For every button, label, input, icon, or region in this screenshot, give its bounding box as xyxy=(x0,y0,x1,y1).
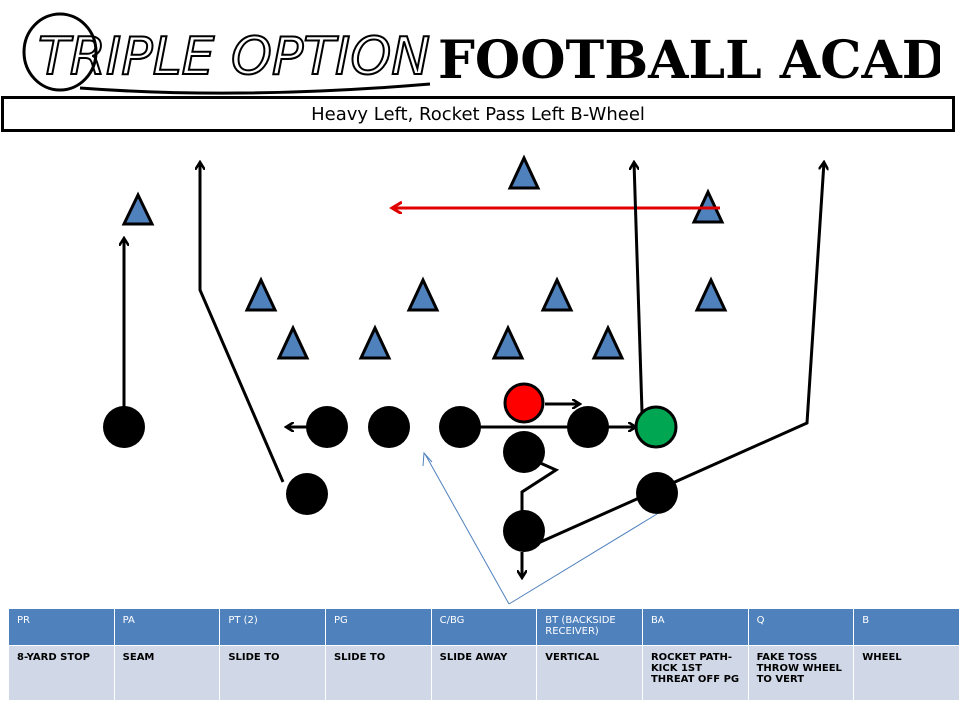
value-cell: ROCKET PATH- KICK 1ST THREAT OFF PG xyxy=(642,646,748,700)
player-q xyxy=(503,510,545,552)
player-pa xyxy=(286,473,328,515)
header-cell: PT (2) xyxy=(220,609,325,645)
defender-triangle-icon xyxy=(507,154,541,190)
value-cell: WHEEL xyxy=(854,646,959,700)
player-pitch xyxy=(503,382,545,424)
routes xyxy=(124,162,824,578)
assignment-table: PR PA PT (2) PG C/BG BT (BACKSIDE RECEIV… xyxy=(8,608,960,701)
header-cell: BT (BACKSIDE RECEIVER) xyxy=(537,609,642,645)
academy-logo: TRIPLE OPTION FOOTBALL ACADEMY xyxy=(22,12,940,95)
player-bg xyxy=(567,406,609,448)
logo-swoosh-icon xyxy=(79,82,431,95)
value-cell: FAKE TOSS THROW WHEEL TO VERT xyxy=(748,646,854,700)
value-cell: SLIDE AWAY xyxy=(431,646,537,700)
defense xyxy=(121,154,728,360)
callout-pointer xyxy=(422,451,658,605)
value-cell: VERTICAL xyxy=(537,646,642,700)
logo-right-text: FOOTBALL ACADEMY xyxy=(438,30,940,91)
header-cell: BA xyxy=(642,609,748,645)
route-pa-seam xyxy=(200,162,285,483)
pointer-arrowhead-icon xyxy=(422,451,433,467)
defender-triangle-icon xyxy=(694,276,728,312)
player-b xyxy=(636,472,678,514)
logo-t-circle-icon xyxy=(22,12,98,92)
play-title: Heavy Left, Rocket Pass Left B-Wheel xyxy=(311,103,645,125)
offense xyxy=(103,382,678,552)
header-cell: Q xyxy=(748,609,854,645)
player-bt-target xyxy=(634,405,678,449)
value-cell: SLIDE TO xyxy=(220,646,325,700)
pointer-line-right xyxy=(508,513,658,605)
defender-triangle-icon xyxy=(491,324,525,360)
player-pg xyxy=(368,406,410,448)
assignment-value-row: 8-YARD STOP SEAM SLIDE TO SLIDE TO SLIDE… xyxy=(9,646,959,700)
player-pt xyxy=(306,406,348,448)
defender-triangle-icon xyxy=(276,324,310,360)
defender-triangle-icon xyxy=(121,191,155,226)
logo-left-text: TRIPLE OPTION xyxy=(38,27,430,87)
route-bt-vertical xyxy=(634,162,644,413)
header-cell: PA xyxy=(114,609,220,645)
value-cell: SEAM xyxy=(114,646,220,700)
value-cell: 8-YARD STOP xyxy=(9,646,114,700)
header-cell: B xyxy=(854,609,959,645)
value-cell: SLIDE TO xyxy=(325,646,431,700)
defender-triangle-icon xyxy=(540,276,574,312)
play-title-box: Heavy Left, Rocket Pass Left B-Wheel xyxy=(1,96,955,132)
defender-triangle-icon xyxy=(358,324,392,360)
assignment-header-row: PR PA PT (2) PG C/BG BT (BACKSIDE RECEIV… xyxy=(9,609,959,645)
pointer-line-left xyxy=(424,453,510,605)
defender-triangle-icon xyxy=(591,324,625,360)
player-pr xyxy=(103,406,145,448)
header-cell: PR xyxy=(9,609,114,645)
player-ba xyxy=(503,431,545,473)
header-cell: C/BG xyxy=(431,609,537,645)
route-ba-rocket xyxy=(520,460,560,512)
header-cell: PG xyxy=(325,609,431,645)
defender-triangle-icon xyxy=(406,276,440,312)
player-c xyxy=(439,406,481,448)
route-b-wheel xyxy=(535,162,824,546)
defender-triangle-icon xyxy=(244,276,278,312)
